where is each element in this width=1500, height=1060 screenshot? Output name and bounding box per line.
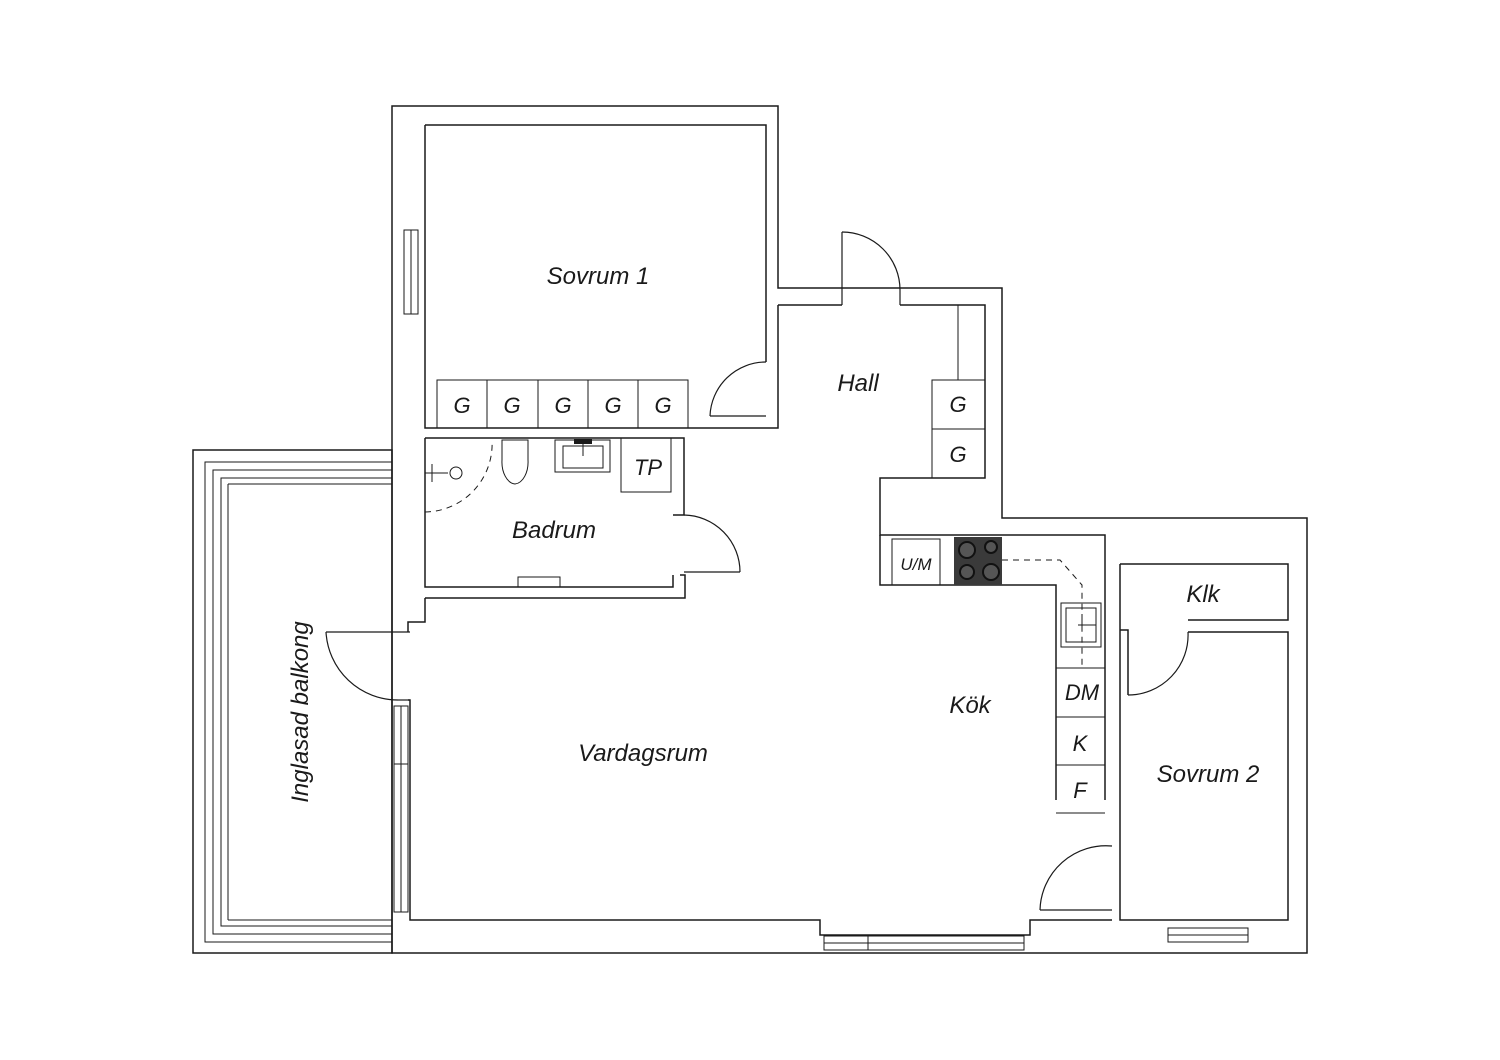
room-labels: Sovrum 1 Hall Badrum Inglasad balkong Va… [287,263,1259,803]
room-label-hall: Hall [837,370,879,397]
microwave-oven-label: U/M [900,555,932,574]
freezer-label: F [1073,778,1088,803]
wardrobe-label: G [949,392,966,417]
wardrobes-hall: G G [931,304,986,479]
room-label-badrum: Badrum [512,517,596,544]
drying-cabinet-label: TP [634,455,662,480]
room-label-sovrum2: Sovrum 2 [1157,761,1260,788]
wardrobes-bedroom1: G G G G G [436,379,689,429]
room-label-sovrum1: Sovrum 1 [547,263,650,290]
kitchen-fixtures: U/M DM K F [891,537,1105,814]
room-label-balkong: Inglasad balkong [287,621,314,803]
fridge-label: K [1073,731,1089,756]
doors [325,231,1189,911]
windows [393,229,1249,951]
wardrobe-label: G [949,442,966,467]
wardrobe-label: G [654,393,671,418]
wardrobe-label: G [554,393,571,418]
bathroom-fixtures: TP [424,437,672,588]
wardrobe-label: G [453,393,470,418]
room-label-vardagsrum: Vardagsrum [578,740,708,767]
wardrobe-label: G [503,393,520,418]
dishwasher-label: DM [1065,680,1100,705]
glazed-balcony [192,449,393,954]
wardrobe-label: G [604,393,621,418]
room-label-kok: Kök [949,692,992,719]
room-label-klk: Klk [1186,581,1221,608]
